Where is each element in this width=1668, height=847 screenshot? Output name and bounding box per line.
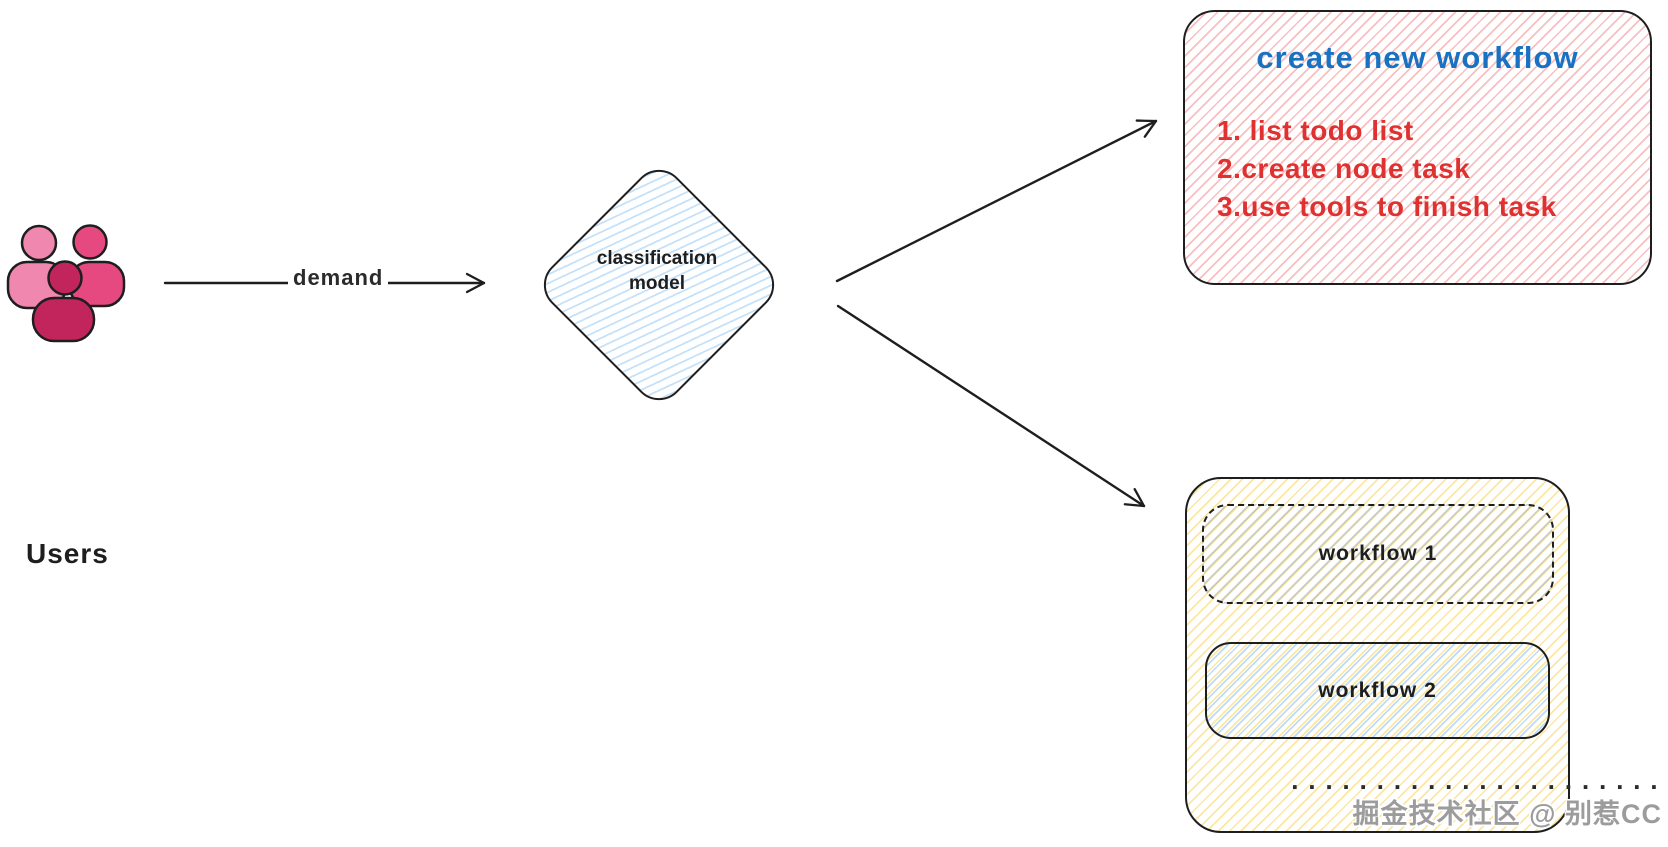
users-group-icon bbox=[6, 224, 126, 343]
workflow-1-label: workflow 1 bbox=[1318, 542, 1438, 565]
workflow-2-label: workflow 2 bbox=[1318, 678, 1437, 702]
arrow-to-workflows bbox=[836, 304, 1146, 508]
workflow-step-3: 3.use tools to finish task bbox=[1217, 191, 1557, 222]
workflow-step-2: 2.create node task bbox=[1217, 153, 1471, 184]
users-label: Users bbox=[26, 538, 109, 569]
classification-model-label-line1: classification bbox=[596, 248, 718, 269]
more-workflows-ellipsis: ......................... bbox=[1287, 767, 1668, 797]
create-new-workflow-steps: 1. list todo list 2.create node task 3.u… bbox=[1217, 112, 1557, 226]
workflow-2-box: workflow 2 bbox=[1205, 642, 1550, 739]
workflow-step-1: 1. list todo list bbox=[1217, 115, 1414, 146]
classification-model-label-line2: model bbox=[629, 273, 685, 294]
create-new-workflow-box: create new workflow 1. list todo list 2.… bbox=[1183, 10, 1652, 285]
workflow-1-box: workflow 1 bbox=[1202, 504, 1554, 604]
existing-workflows-box: workflow 1 workflow 2 ..................… bbox=[1185, 477, 1668, 833]
demand-arrow-label: demand bbox=[288, 265, 389, 291]
create-new-workflow-title: create new workflow bbox=[1256, 40, 1579, 75]
users-node: Users bbox=[6, 208, 130, 569]
watermark-text: 掘金技术社区 @ 别惹CC bbox=[1352, 799, 1662, 829]
arrow-to-create-workflow bbox=[835, 119, 1158, 283]
classification-model-label: classification model bbox=[557, 246, 757, 296]
